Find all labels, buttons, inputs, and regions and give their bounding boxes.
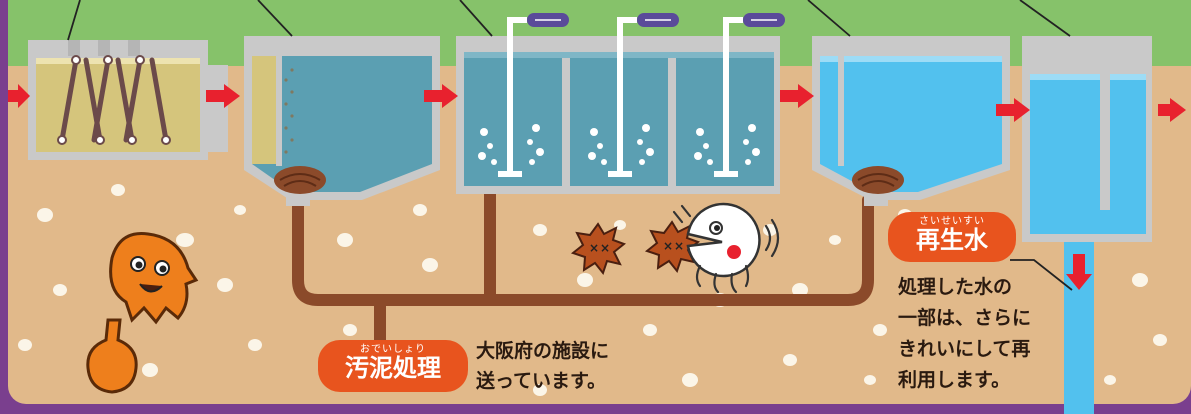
svg-text:×: ×: [674, 239, 684, 253]
reclaimed-note-line4: 利用します。: [898, 369, 1011, 391]
sludge-treatment-title: 汚泥処理: [345, 354, 441, 382]
screen-chamber: [28, 40, 228, 160]
reclaimed-water-label: さいせいすい 再生水: [888, 212, 1016, 262]
callout-lines: [67, 0, 1073, 291]
microbe-icon: × ×: [570, 222, 627, 276]
primary-settling-tank: [244, 36, 440, 206]
disinfection-tank: [1022, 36, 1152, 414]
sludge-treatment-label: おでいしょり 汚泥処理: [318, 340, 468, 392]
reclaimed-water-reading: さいせいすい: [919, 216, 985, 227]
screen-bars-icon: [59, 57, 169, 143]
ghost-character-icon: [109, 232, 199, 325]
sludge-treatment-reading: おでいしょり: [360, 344, 426, 355]
air-blower-icon: [527, 13, 785, 27]
svg-text:×: ×: [600, 241, 610, 255]
reclaimed-note-line1: 処理した水の: [898, 276, 1013, 298]
reclaimed-note-line3: きれいにして再: [898, 338, 1031, 360]
flask-character-icon: [86, 318, 138, 394]
final-settling-tank: [812, 36, 1010, 206]
reclaimed-water-title: 再生水: [916, 226, 988, 254]
sludge-note: 大阪府の施設に 送っています。: [476, 336, 609, 396]
down-arrow-icon: [1066, 254, 1092, 290]
reclaimed-note: 処理した水の 一部は、さらに きれいにして再 利用します。: [898, 272, 1031, 396]
sludge-note-line1: 大阪府の施設に: [476, 340, 610, 362]
svg-text:×: ×: [663, 239, 673, 253]
air-pipes: [507, 17, 743, 172]
sludge-note-line2: 送っています。: [476, 370, 607, 392]
reclaimed-note-line2: 一部は、さらに: [898, 307, 1032, 329]
flow-arrow-icon: [8, 84, 1186, 122]
aeration-tank: [456, 13, 785, 194]
svg-text:×: ×: [589, 241, 599, 255]
pacman-microbe-icon: [672, 202, 780, 294]
air-bubbles: [478, 124, 760, 165]
